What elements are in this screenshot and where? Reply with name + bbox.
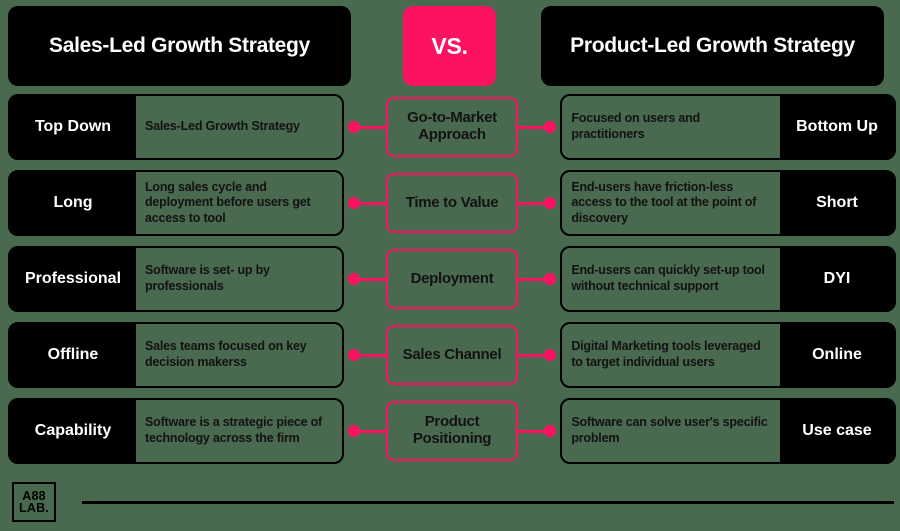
connector-dot-icon [347,121,360,133]
connector-right [518,398,560,464]
left-capsule: Professional Software is set- up by prof… [8,246,344,312]
right-capsule: Software can solve user's specific probl… [560,398,896,464]
left-description: Software is a strategic piece of technol… [145,415,322,445]
right-capsule: Focused on users and practitioners Botto… [560,94,896,160]
right-description: Focused on users and practitioners [571,111,700,141]
left-description: Sales teams focused on key decision make… [145,339,307,369]
connector-dot-icon [544,273,557,285]
left-capsule: Capability Software is a strategic piece… [8,398,344,464]
connector-left [344,94,386,160]
connector-dot-icon [544,349,557,361]
middle-criterion: Product Positioning [385,401,519,461]
middle-criterion: Go-to-Market Approach [385,97,519,157]
left-keyword: Long [10,172,136,234]
header-row: Sales-Led Growth Strategy VS. Product-Le… [4,6,896,86]
connector-line-icon [359,353,386,357]
connector-line-icon [359,429,386,433]
right-description: Digital Marketing tools leveraged to tar… [571,339,761,369]
connector-line-icon [518,353,545,357]
right-keyword: DYI [780,248,894,310]
left-keyword: Top Down [10,96,136,158]
connector-line-icon [518,201,545,205]
right-capsule: End-users have friction-less access to t… [560,170,896,236]
connector-line-icon [359,201,386,205]
left-keyword: Professional [10,248,136,310]
vs-badge: VS. [403,6,496,86]
right-description: End-users have friction-less access to t… [571,179,757,225]
middle-criterion: Deployment [385,249,519,309]
connector-right [518,94,560,160]
left-keyword: Capability [10,400,136,462]
connector-right [518,246,560,312]
right-capsule: Digital Marketing tools leveraged to tar… [560,322,896,388]
footer-divider [82,500,894,504]
comparison-rows: Top Down Sales-Led Growth Strategy Go-to… [4,94,896,474]
logo-line-2: LAB. [19,501,49,515]
right-description: End-users can quickly set-up tool withou… [571,263,765,293]
left-capsule: Long Long sales cycle and deployment bef… [8,170,344,236]
connector-left [344,170,386,236]
connector-left [344,246,386,312]
a88-lab-logo: A88 LAB. [12,482,56,522]
left-description: Long sales cycle and deployment before u… [145,179,311,225]
middle-criterion: Time to Value [385,173,519,233]
connector-dot-icon [544,425,557,437]
logo-line-1: A88 [22,488,46,503]
connector-dot-icon [347,425,360,437]
connector-line-icon [518,277,545,281]
connector-left [344,322,386,388]
left-capsule: Offline Sales teams focused on key decis… [8,322,344,388]
connector-right [518,170,560,236]
connector-dot-icon [347,197,360,209]
connector-dot-icon [347,273,360,285]
comparison-row: Capability Software is a strategic piece… [4,398,896,464]
right-description: Software can solve user's specific probl… [571,415,768,445]
left-description: Sales-Led Growth Strategy [145,119,300,134]
connector-dot-icon [544,121,557,133]
middle-criterion: Sales Channel [385,325,519,385]
connector-line-icon [359,125,386,129]
comparison-row: Offline Sales teams focused on key decis… [4,322,896,388]
right-capsule: End-users can quickly set-up tool withou… [560,246,896,312]
footer: A88 LAB. [4,476,896,528]
left-description: Software is set- up by professionals [145,263,270,293]
header-title-product-led: Product-Led Growth Strategy [541,6,884,86]
connector-line-icon [359,277,386,281]
connector-right [518,322,560,388]
right-keyword: Bottom Up [780,96,894,158]
header-title-sales-led: Sales-Led Growth Strategy [8,6,351,86]
right-keyword: Online [780,324,894,386]
left-capsule: Top Down Sales-Led Growth Strategy [8,94,344,160]
right-keyword: Use case [780,400,894,462]
connector-line-icon [518,125,545,129]
connector-line-icon [518,429,545,433]
left-keyword: Offline [10,324,136,386]
connector-left [344,398,386,464]
connector-dot-icon [544,197,557,209]
right-keyword: Short [780,172,894,234]
comparison-row: Professional Software is set- up by prof… [4,246,896,312]
comparison-row: Long Long sales cycle and deployment bef… [4,170,896,236]
connector-dot-icon [347,349,360,361]
comparison-row: Top Down Sales-Led Growth Strategy Go-to… [4,94,896,160]
